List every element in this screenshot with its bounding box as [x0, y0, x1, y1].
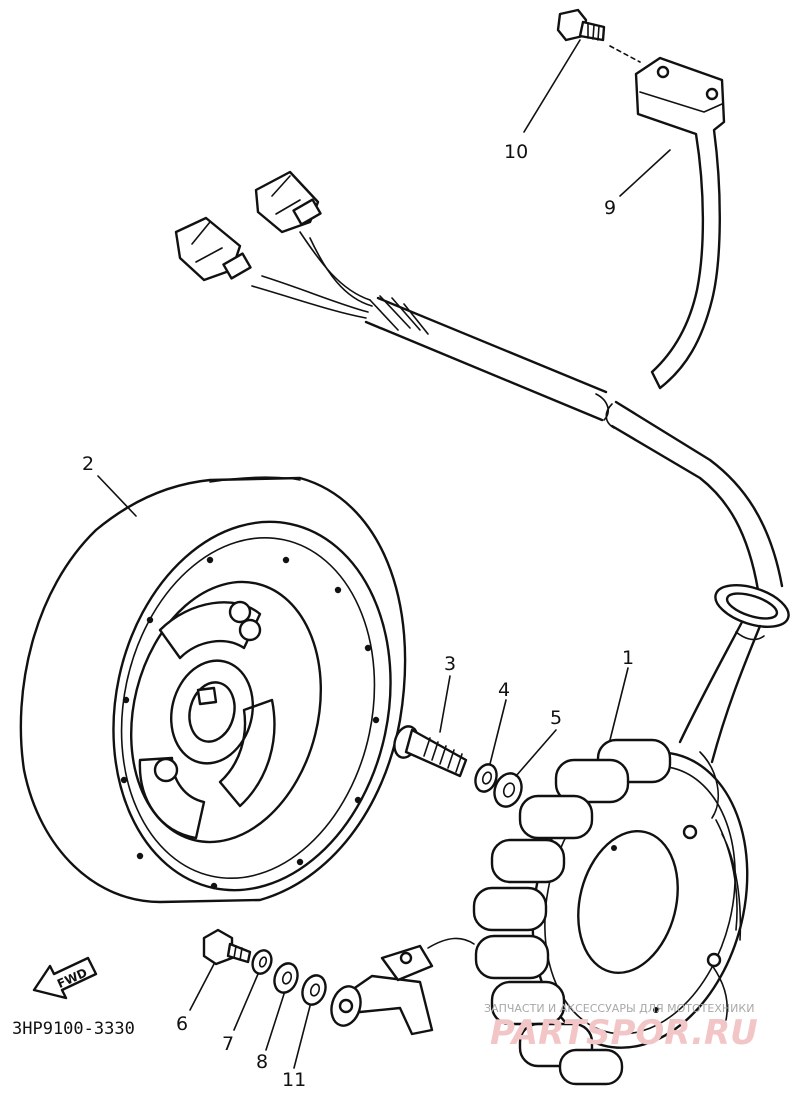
- part-7-lock-washer: [251, 949, 273, 975]
- part-2-rotor: [19, 476, 407, 904]
- part-8-plain-washer: [273, 962, 299, 994]
- callout-11: 11: [282, 1069, 306, 1091]
- callout-3: 3: [444, 653, 456, 675]
- part-11-plain-washer: [301, 974, 327, 1006]
- part-1-stator-assembly: [330, 738, 749, 1086]
- part-6-screw: [202, 928, 252, 966]
- watermark-tagline: ЗАПЧАСТИ И АКСЕССУАРЫ ДЛЯ МОТОТЕХНИКИ: [484, 1002, 754, 1015]
- callout-4: 4: [498, 679, 510, 701]
- callout-2: 2: [82, 453, 94, 475]
- diagram-code: 3HP9100-3330: [12, 1019, 135, 1039]
- watermark-brand: PARTSPOR.RU: [490, 1013, 758, 1053]
- callout-7: 7: [222, 1033, 234, 1055]
- wire-harness: [174, 170, 790, 819]
- callout-5: 5: [550, 707, 562, 729]
- part-5-plain-washer: [493, 772, 523, 808]
- callout-labels: 10 9 2 3 4 5 1 6 7 8 11: [82, 141, 634, 1091]
- part-4-lock-washer: [474, 763, 498, 793]
- callout-8: 8: [256, 1051, 268, 1073]
- watermark: ЗАПЧАСТИ И АКСЕССУАРЫ ДЛЯ МОТОТЕХНИКИ PA…: [484, 1002, 758, 1053]
- callout-9: 9: [604, 197, 616, 219]
- part-10-bolt: [556, 8, 641, 63]
- leader-lines: [97, 39, 671, 1069]
- forward-direction-arrow: FWD: [32, 956, 98, 1000]
- callout-1: 1: [622, 647, 634, 669]
- part-9-lead-clamp: [634, 56, 726, 390]
- callout-6: 6: [176, 1013, 188, 1035]
- part-3-screw: [393, 725, 468, 778]
- callout-10: 10: [504, 141, 528, 163]
